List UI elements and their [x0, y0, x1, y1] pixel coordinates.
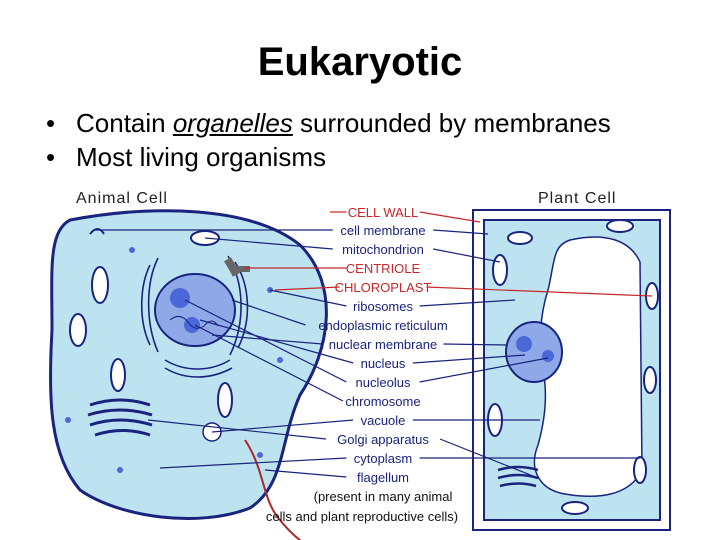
leader-line-right [419, 357, 549, 383]
leader-line-left [274, 286, 340, 291]
label-cytoplasm: cytoplasm [354, 451, 413, 466]
cell-diagram: CELL WALL cell membrane mitochondrionCENTR… [48, 190, 671, 540]
plant-cell-label: Plant Cell [538, 190, 616, 207]
leader-line-left [204, 237, 333, 250]
label-endoplasmic-reticulum: endoplasmic reticulum [318, 318, 447, 333]
leader-line-right [419, 211, 481, 223]
organelles-term: organelles [172, 108, 293, 138]
leader-line-left [194, 324, 344, 402]
pinocytic-notch [89, 228, 105, 235]
nuclear-membrane [154, 273, 236, 347]
label-nucleus: nucleus [361, 356, 406, 371]
plant-nucleus [505, 321, 563, 383]
footnote-line-1: (present in many animal [314, 489, 453, 504]
label-flagellum: flagellum [357, 470, 409, 485]
chloroplasts [487, 219, 659, 515]
centriole [224, 257, 250, 277]
label-chloroplast: CHLOROPLAST [335, 280, 432, 295]
nucleolus [170, 288, 190, 308]
golgi-apparatus [87, 398, 153, 437]
label-ribosomes: ribosomes [353, 299, 413, 314]
plant-nucleolus-secondary [542, 350, 554, 362]
leader-line-right [443, 343, 509, 346]
mitochondria [69, 230, 233, 418]
central-vacuole [533, 236, 643, 497]
leader-line-right [419, 299, 516, 307]
leader-line-right [433, 229, 489, 235]
leader-line-left [159, 457, 347, 469]
nucleolus-secondary [184, 317, 200, 333]
slide-title: Eukaryotic [257, 40, 463, 84]
bullet-text-rest: surrounded by membranes [292, 108, 611, 138]
leader-line-right [412, 354, 526, 364]
animal-cell-label: Animal Cell [76, 190, 168, 207]
chromosome [169, 316, 219, 329]
leader-line-left [184, 299, 347, 383]
leader-line-left [199, 319, 354, 364]
bullet-living-organisms: Most living organisms [46, 140, 611, 174]
leader-line-right [433, 248, 501, 263]
leader-line-left [269, 289, 347, 307]
bullet-organelles: Contain organelles surrounded by membran… [46, 106, 611, 140]
bullet-text: Contain [76, 108, 173, 138]
footnote-line-2: cells and plant reproductive cells) [266, 509, 458, 524]
leader-line-left [264, 469, 347, 478]
leader-line-left [211, 419, 354, 433]
label-nucleolus: nucleolus [356, 375, 411, 390]
label-vacuole: vacuole [361, 413, 406, 428]
label-golgi-apparatus: Golgi apparatus [337, 432, 429, 447]
animal-cell-membrane [48, 209, 328, 520]
label-chromosome: chromosome [345, 394, 420, 409]
leader-line-left [147, 419, 327, 440]
ribosomes [65, 247, 283, 473]
label-cell-wall: CELL WALL [348, 205, 419, 220]
label-cell-membrane: cell membrane [340, 223, 425, 238]
label-mitochondrion: mitochondrion [342, 242, 424, 257]
leader-line-left [231, 299, 306, 326]
animal-cell [48, 209, 328, 540]
label-centriole: CENTRIOLE [346, 261, 421, 276]
diagram-labels: CELL WALL cell membrane mitochondrionCENTR… [95, 205, 653, 485]
leader-line-right [426, 286, 653, 297]
bullet-list: Contain organelles surrounded by membran… [46, 106, 611, 174]
plant-cell [472, 209, 671, 531]
plant-nucleolus [516, 336, 532, 352]
label-nuclear-membrane: nuclear membrane [329, 337, 437, 352]
